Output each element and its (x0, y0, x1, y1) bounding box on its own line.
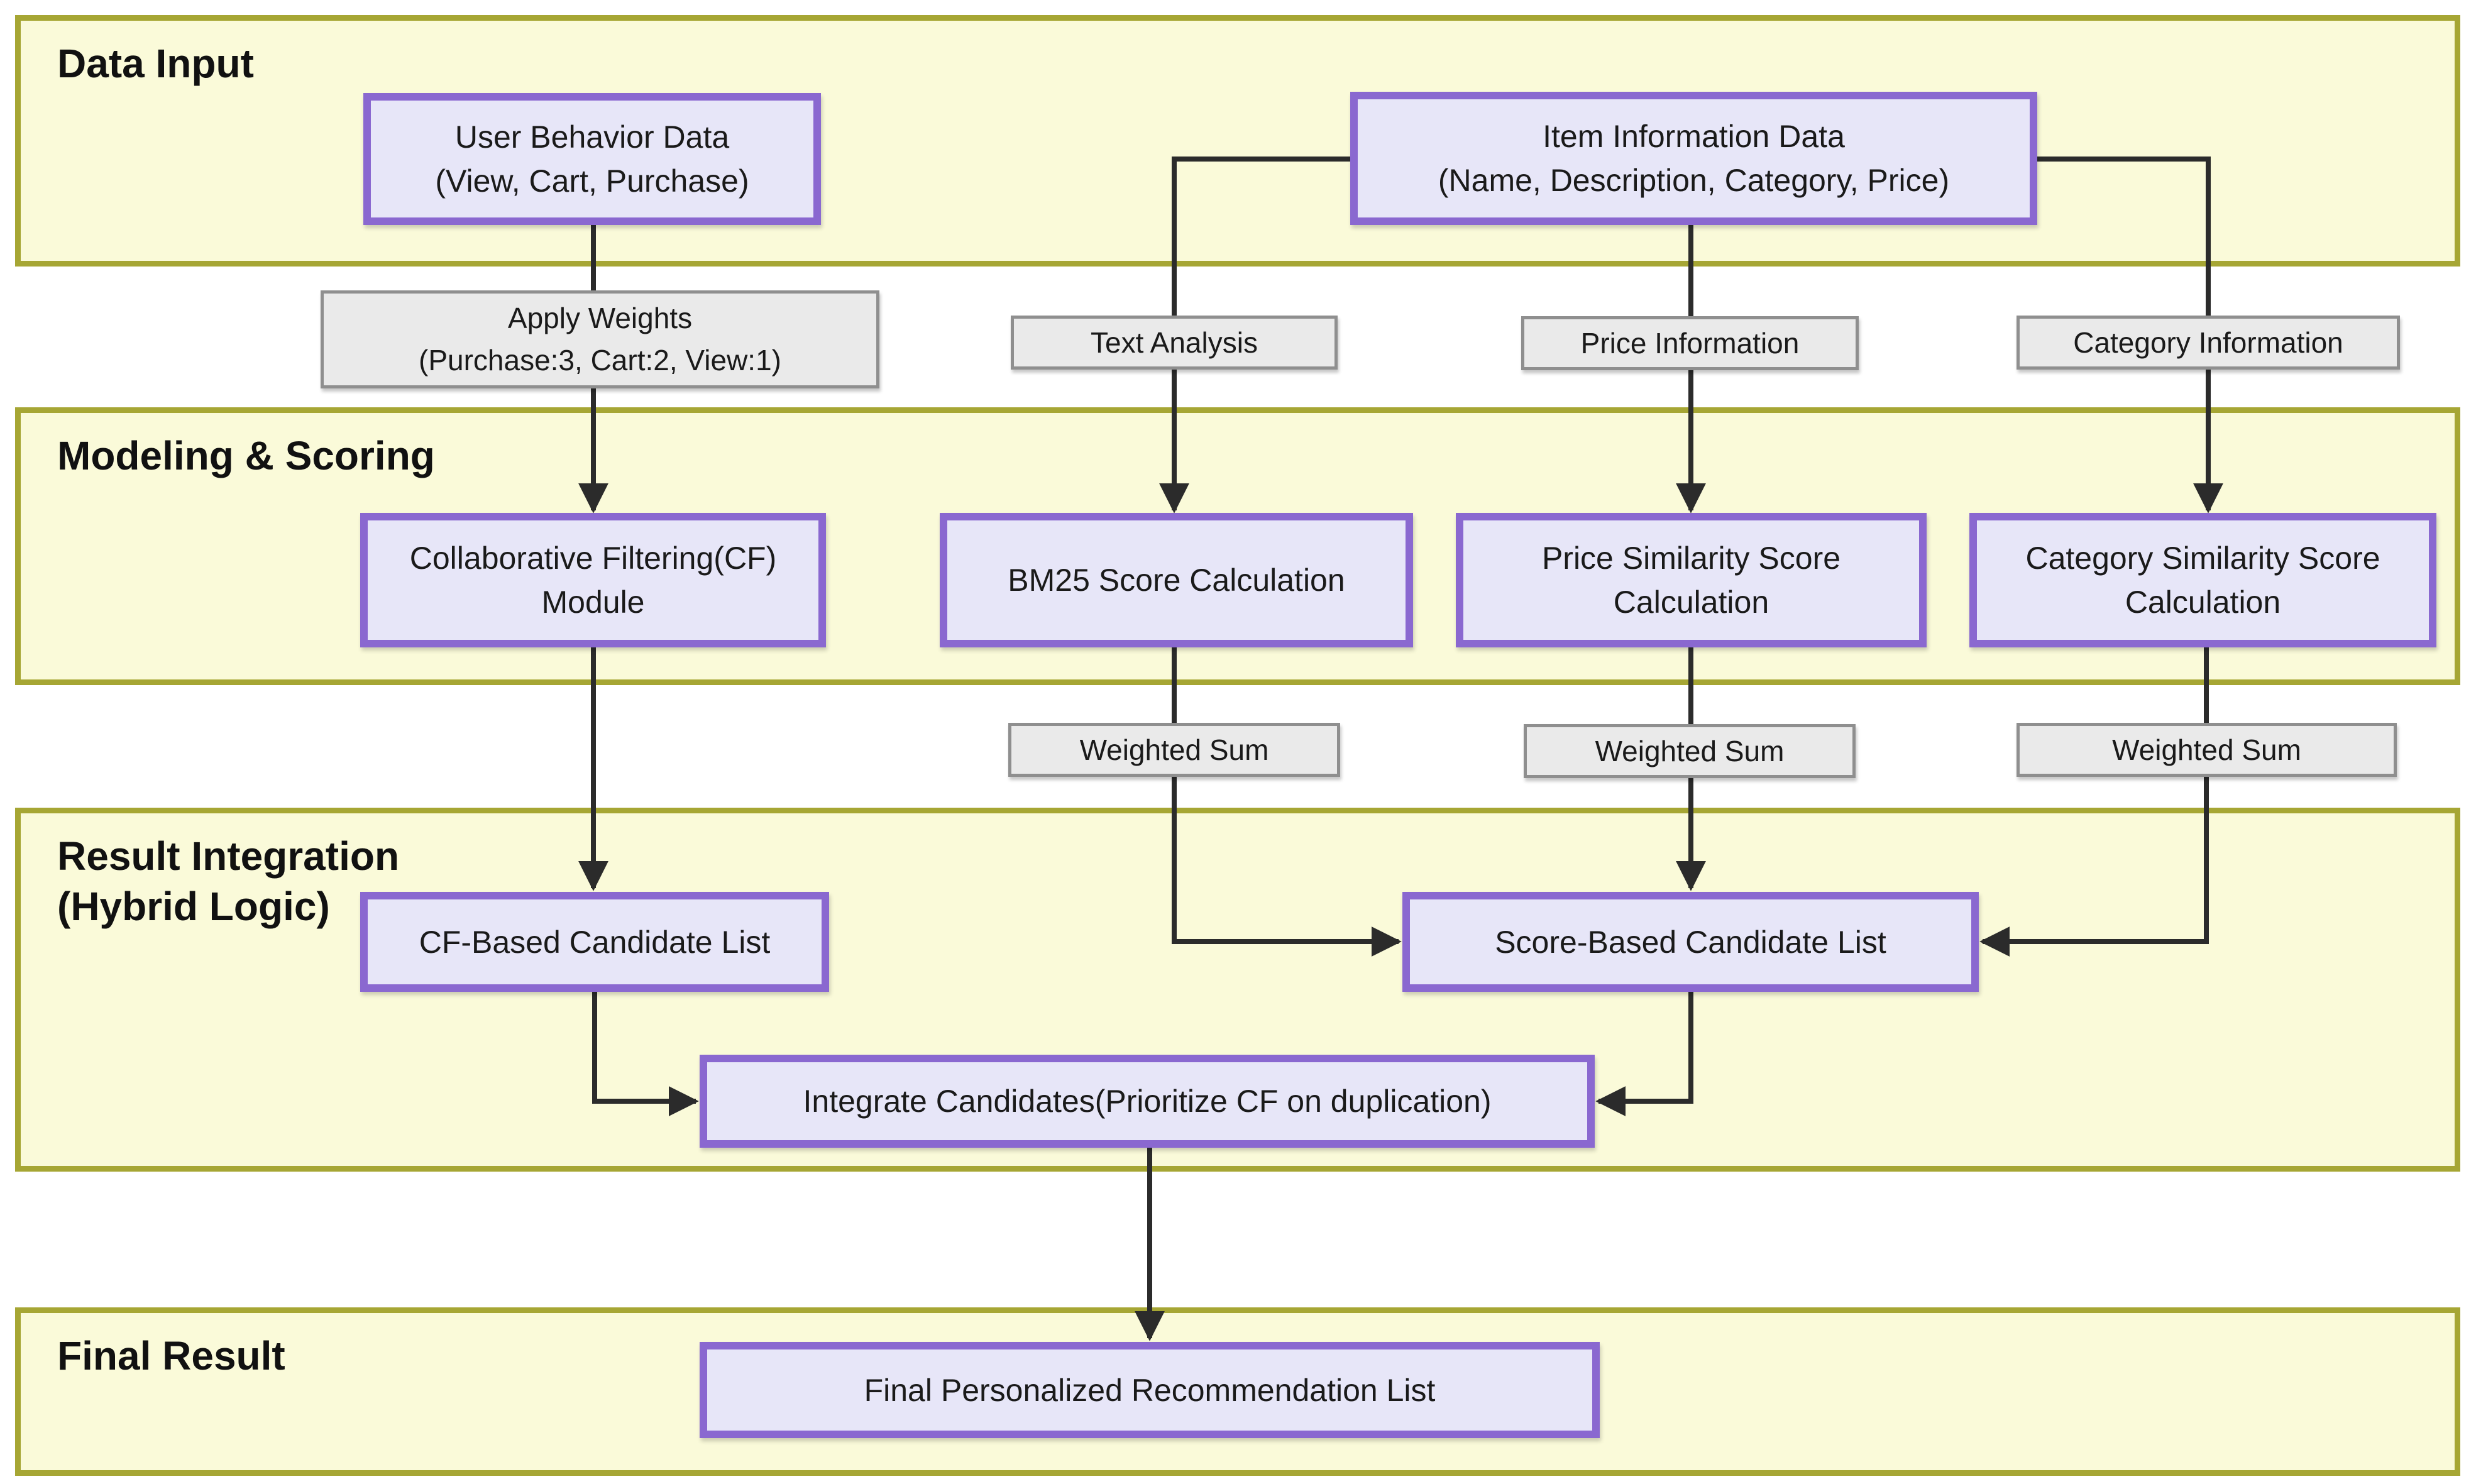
label-weighted-sum-3: Weighted Sum (2017, 723, 2397, 777)
node-score-based-candidate-list: Score-Based Candidate List (1402, 892, 1979, 992)
band-title-data-input: Data Input (57, 41, 254, 86)
node-item-information-data: Item Information Data (Name, Description… (1350, 92, 2037, 225)
arrow-item-info-to-category-similarity (2037, 157, 2223, 514)
label-weighted-sum-2: Weighted Sum (1524, 724, 1856, 778)
label-category-information: Category Information (2017, 316, 2400, 370)
node-bm25-score-calculation: BM25 Score Calculation (940, 513, 1413, 647)
label-text-analysis: Text Analysis (1011, 316, 1338, 370)
label-price-information: Price Information (1521, 316, 1859, 370)
band-final-result: Final Result (15, 1307, 2460, 1476)
node-collaborative-filtering-module: Collaborative Filtering(CF) Module (360, 513, 826, 647)
arrow-category-similarity-to-score-candidate-list (1979, 646, 2209, 957)
band-title-result-integration: Result Integration (Hybrid Logic) (57, 833, 400, 929)
node-integrate-candidates: Integrate Candidates(Prioritize CF on du… (700, 1055, 1595, 1148)
band-title-modeling-scoring: Modeling & Scoring (57, 433, 435, 478)
node-cf-based-candidate-list: CF-Based Candidate List (360, 892, 829, 992)
arrow-bm25-to-score-candidate-list (1172, 646, 1402, 957)
arrow-item-info-to-bm25 (1159, 157, 1350, 514)
arrow-score-candidate-list-to-integrate (1595, 991, 1693, 1116)
arrow-cf-candidate-list-to-integrate (592, 991, 699, 1116)
label-weighted-sum-1: Weighted Sum (1008, 723, 1340, 777)
label-apply-weights: Apply Weights (Purchase:3, Cart:2, View:… (321, 290, 879, 388)
node-final-personalized-recommendation-list: Final Personalized Recommendation List (700, 1342, 1600, 1438)
band-title-final-result: Final Result (57, 1333, 285, 1378)
node-user-behavior-data: User Behavior Data (View, Cart, Purchase… (363, 93, 821, 225)
node-price-similarity-score-calculation: Price Similarity Score Calculation (1456, 513, 1927, 647)
node-category-similarity-score-calculation: Category Similarity Score Calculation (1969, 513, 2436, 647)
